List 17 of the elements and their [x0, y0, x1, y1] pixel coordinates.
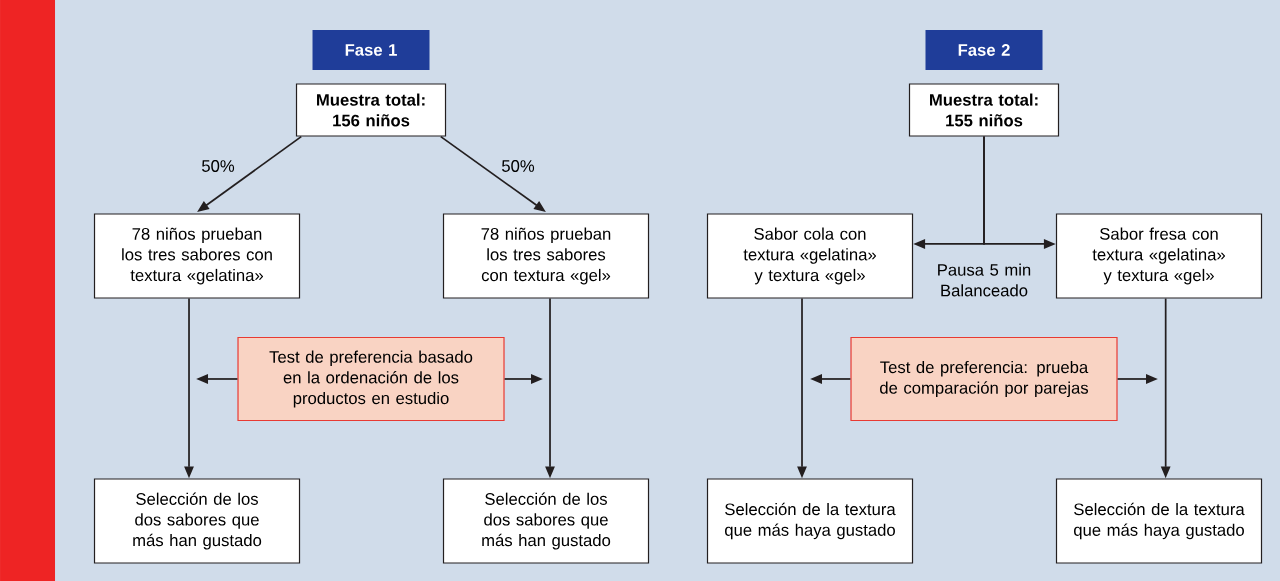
process-box: Sabor fresa con textura «gelatina» y textura «gel» [1055, 213, 1263, 299]
process-box: Selección de la textura que más haya gustado [1055, 478, 1263, 564]
test-box: Test de preferencia basado en la ordenación de los productos en estudio [237, 336, 505, 422]
phase-label: Fase 1 [312, 30, 430, 70]
edge-label: 50% [502, 160, 535, 172]
test-box: Test de preferencia: prueba de comparación por parejas [850, 336, 1118, 422]
process-box: Sabor cola con textura «gelatina» y textura «gel» [706, 213, 914, 299]
process-box: Selección de los dos sabores que más han gustado [442, 478, 650, 564]
process-box: 78 niños prueban los tres sabores con textura «gel» [442, 213, 650, 299]
process-box: Selección de los dos sabores que más han gustado [93, 478, 301, 564]
sample-box: Muestra total: 155 niños [908, 83, 1060, 137]
sample-box: Muestra total: 156 niños [295, 83, 447, 137]
pause-note: Pausa 5 min Balanceado [938, 263, 1031, 297]
process-box: Selección de la textura que más haya gustado [706, 478, 914, 564]
phase-label: Fase 2 [925, 30, 1043, 70]
process-box: 78 niños prueban los tres sabores con textura «gelatina» [93, 213, 301, 299]
edge-label: 50% [202, 160, 235, 172]
